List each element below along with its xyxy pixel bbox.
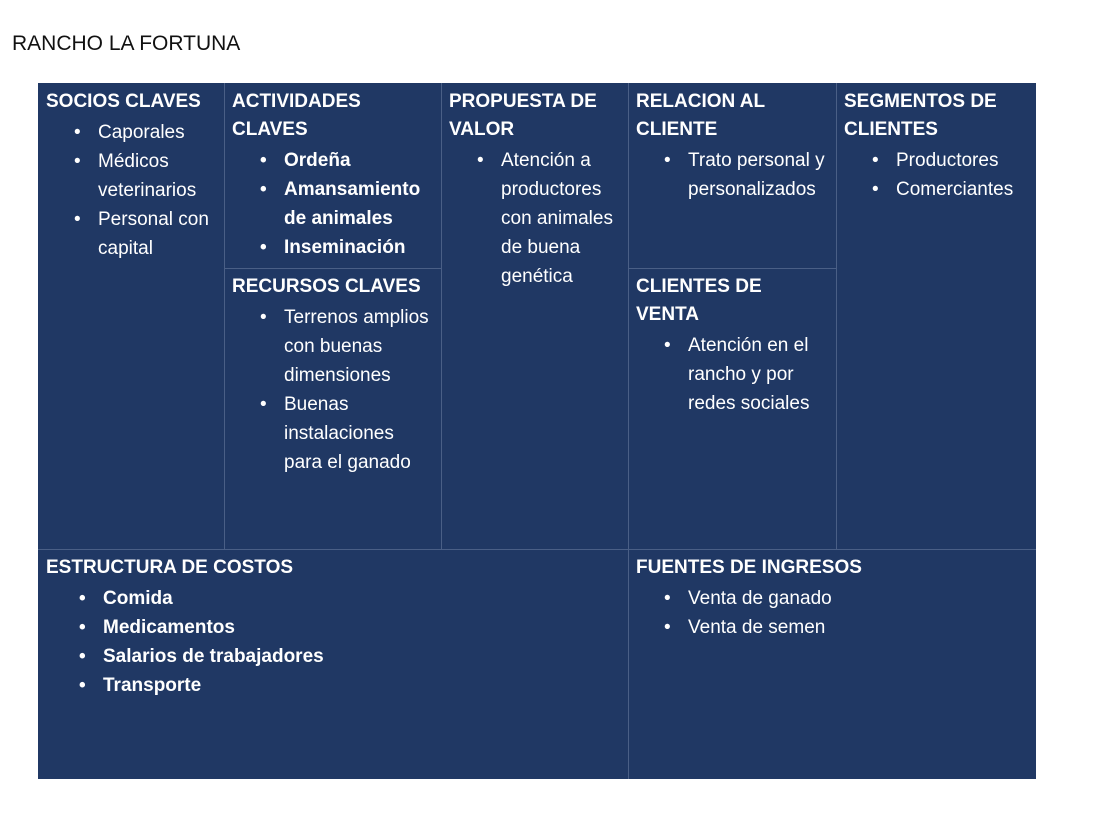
list-item: Productores — [872, 146, 1028, 175]
list-item: Ordeña — [260, 146, 433, 175]
cell-heading: RELACION AL CLIENTE — [636, 91, 765, 140]
list-item: Comerciantes — [872, 175, 1028, 204]
cell-segmentos-de-clientes: SEGMENTOS DE CLIENTES Productores Comerc… — [836, 83, 1036, 549]
divider — [224, 83, 225, 549]
cell-heading: ACTIVIDADES CLAVES — [232, 91, 361, 140]
list-item: Personal con capital — [74, 205, 216, 263]
cell-heading: PROPUESTA DE VALOR — [449, 91, 597, 140]
list-item: Venta de semen — [664, 613, 1028, 642]
cell-actividades-claves: ACTIVIDADES CLAVES Ordeña Amansamiento d… — [224, 83, 441, 268]
cell-estructura-de-costos: ESTRUCTURA DE COSTOS Comida Medicamentos… — [38, 549, 628, 779]
divider — [441, 83, 442, 549]
cell-fuentes-de-ingresos: FUENTES DE INGRESOS Venta de ganado Vent… — [628, 549, 1036, 779]
cell-heading: CLIENTES DE VENTA — [636, 276, 762, 325]
business-model-canvas: SOCIOS CLAVES Caporales Médicos veterina… — [38, 83, 1036, 779]
cell-recursos-claves: RECURSOS CLAVES Terrenos amplios con bue… — [224, 268, 441, 549]
cell-heading: SEGMENTOS DE CLIENTES — [844, 91, 997, 140]
cell-heading: SOCIOS CLAVES — [46, 91, 201, 112]
item-list: Ordeña Amansamiento de animales Insemina… — [232, 146, 433, 262]
list-item: Amansamiento de animales — [260, 175, 433, 233]
list-item: Medicamentos — [79, 613, 620, 642]
item-list: Atención en el rancho y por redes social… — [636, 331, 828, 418]
divider — [836, 83, 837, 549]
item-list: Caporales Médicos veterinarios Personal … — [46, 118, 216, 263]
item-list: Comida Medicamentos Salarios de trabajad… — [46, 584, 620, 700]
document-title: RANCHO LA FORTUNA — [12, 32, 241, 55]
list-item: Trato personal y personalizados — [664, 146, 828, 204]
list-item: Buenas instalaciones para el ganado — [260, 390, 433, 477]
list-item: Atención a productores con animales de b… — [477, 146, 620, 291]
item-list: Atención a productores con animales de b… — [449, 146, 620, 291]
list-item: Atención en el rancho y por redes social… — [664, 331, 828, 418]
divider — [38, 549, 1036, 550]
list-item: Caporales — [74, 118, 216, 147]
list-item: Terrenos amplios con buenas dimensiones — [260, 303, 433, 390]
divider — [224, 268, 441, 269]
item-list: Trato personal y personalizados — [636, 146, 828, 204]
cell-relacion-al-cliente: RELACION AL CLIENTE Trato personal y per… — [628, 83, 836, 268]
list-item: Transporte — [79, 671, 620, 700]
item-list: Venta de ganado Venta de semen — [636, 584, 1028, 642]
cell-heading: FUENTES DE INGRESOS — [636, 557, 862, 578]
list-item: Inseminación — [260, 233, 433, 262]
cell-clientes-de-venta: CLIENTES DE VENTA Atención en el rancho … — [628, 268, 836, 549]
divider — [628, 268, 836, 269]
list-item: Médicos veterinarios — [74, 147, 216, 205]
item-list: Terrenos amplios con buenas dimensiones … — [232, 303, 433, 477]
item-list: Productores Comerciantes — [844, 146, 1028, 204]
cell-propuesta-de-valor: PROPUESTA DE VALOR Atención a productore… — [441, 83, 628, 549]
cell-socios-claves: SOCIOS CLAVES Caporales Médicos veterina… — [38, 83, 224, 549]
cell-heading: ESTRUCTURA DE COSTOS — [46, 557, 294, 578]
list-item: Venta de ganado — [664, 584, 1028, 613]
divider — [628, 83, 629, 779]
list-item: Salarios de trabajadores — [79, 642, 620, 671]
cell-heading: RECURSOS CLAVES — [232, 276, 421, 297]
list-item: Comida — [79, 584, 620, 613]
